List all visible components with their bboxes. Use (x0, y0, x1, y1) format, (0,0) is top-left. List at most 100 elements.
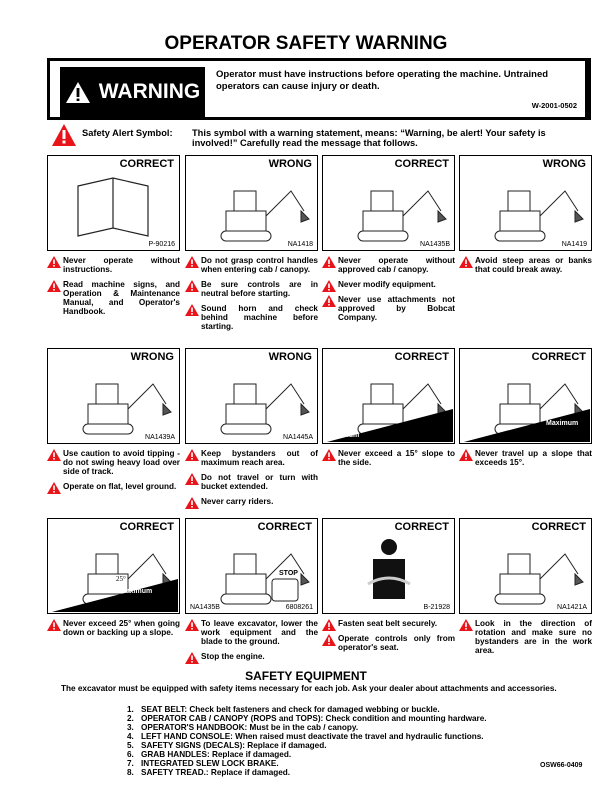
list-item: 6.GRAB HANDLES: Replace if damaged. (127, 750, 292, 759)
illustration-icon (494, 190, 584, 242)
list-item: 2.OPERATOR CAB / CANOPY (ROPS and TOPS):… (127, 714, 487, 723)
figure-code: NA1421A (557, 604, 587, 611)
warning-items: Never exceed 25° when going down or back… (47, 619, 180, 643)
figure-code: NA1449B (420, 434, 450, 441)
list-item: 4.LEFT HAND CONSOLE: When raised must de… (127, 732, 484, 741)
list-item: 8.SAFETY TREAD.: Replace if damaged. (127, 768, 291, 777)
warning-text: Operator must have instructions before o… (216, 69, 549, 92)
warning-items: Use caution to avoid tipping - do not sw… (47, 449, 180, 497)
warning-box: WARNING Operator must have instructions … (47, 58, 591, 120)
illustration-icon (82, 383, 172, 435)
safety-alert-icon (185, 652, 199, 664)
safety-alert-label: Safety Alert Symbol: (82, 128, 173, 138)
safety-alert-icon (322, 295, 336, 307)
illustration-panel: CORRECT NA1421A (459, 518, 592, 614)
panel-heading: CORRECT (257, 521, 312, 533)
panel-heading: CORRECT (531, 521, 586, 533)
panel-heading: CORRECT (394, 158, 449, 170)
page-title: OPERATOR SAFETY WARNING (164, 33, 448, 54)
safety-alert-icon (322, 256, 336, 268)
panel-heading: WRONG (268, 158, 312, 170)
warning-items: Never operate without instructions. Read … (47, 256, 180, 322)
list-item: 5.SAFETY SIGNS (DECALS): Replace if dama… (127, 741, 327, 750)
illustration-icon (220, 190, 310, 242)
warning-item: Use caution to avoid tipping - do not sw… (47, 449, 180, 476)
slope-label: Maximum (120, 588, 152, 595)
safety-alert-icon (47, 482, 61, 494)
safety-alert-icon (185, 449, 199, 461)
stop-sign-text: STOP (279, 570, 298, 577)
safety-alert-icon (459, 449, 473, 461)
safety-alert-icon (322, 619, 336, 631)
illustration-panel: WRONG NA1445A (185, 348, 318, 444)
safety-alert-icon (47, 619, 61, 631)
illustration-icon (367, 539, 411, 599)
safety-alert-icon (185, 256, 199, 268)
warning-items: Look in the direction of rotation and ma… (459, 619, 592, 661)
warning-item: Avoid steep areas or banks that could br… (459, 256, 592, 274)
list-item: 1.SEAT BELT: Check belt fasteners and ch… (127, 705, 440, 714)
safety-equipment-list: 1.SEAT BELT: Check belt fasteners and ch… (127, 705, 487, 777)
warning-item: Never operate without instructions. (47, 256, 180, 274)
safety-alert-icon (47, 449, 61, 461)
warning-items: Never operate without approved cab / can… (322, 256, 455, 328)
safety-alert-icon (322, 280, 336, 292)
warning-item: Never exceed a 15° slope to the side. (322, 449, 455, 467)
warning-item: Operate on flat, level ground. (47, 482, 180, 494)
warning-items: Keep bystanders out of maximum reach are… (185, 449, 318, 512)
figure-code: NA1448B (145, 604, 175, 611)
safety-alert-icon (185, 619, 199, 631)
warning-items: To leave excavator, lower the work equip… (185, 619, 318, 667)
safety-alert-text: This symbol with a warning statement, me… (192, 128, 546, 148)
panel-heading: CORRECT (119, 158, 174, 170)
warning-items: Never exceed a 15° slope to the side. (322, 449, 455, 473)
safety-alert-icon (322, 634, 336, 646)
safety-equipment-intro: The excavator must be equipped with safe… (61, 684, 557, 693)
slope-label: Maximum (327, 432, 359, 439)
illustration-icon (494, 553, 584, 605)
warning-item: Read machine signs, and Operation & Main… (47, 280, 180, 316)
panel-heading: WRONG (268, 351, 312, 363)
warning-item: Never modify equipment. (322, 280, 455, 292)
warning-item: Never exceed 25° when going down or back… (47, 619, 180, 637)
safety-alert-icon (47, 256, 61, 268)
warning-item: Do not travel or turn with bucket extend… (185, 473, 318, 491)
slope-angle: 15° (329, 423, 339, 431)
document-code: OSW66-0409 (540, 762, 583, 769)
warning-item: Operate controls only from operator's se… (322, 634, 455, 652)
safety-alert-icon (185, 473, 199, 485)
warning-item: Stop the engine. (185, 652, 318, 664)
illustration-icon (357, 190, 447, 242)
figure-code: 6808261 (285, 604, 313, 611)
warning-item: Never carry riders. (185, 497, 318, 509)
illustration-icon: 25°Maximum (51, 553, 178, 612)
warning-item: Be sure controls are in neutral before s… (185, 280, 318, 298)
figure-code: NA1445A (283, 434, 313, 441)
slope-angle: 15° (560, 409, 570, 417)
safety-alert-icon (185, 304, 199, 316)
warning-item: Never operate without approved cab / can… (322, 256, 455, 274)
warning-item: Never travel up a slope that exceeds 15°… (459, 449, 592, 467)
warning-item: Do not grasp control handles when enteri… (185, 256, 318, 274)
safety-alert-icon (47, 280, 61, 292)
safety-alert-icon (52, 124, 76, 146)
warning-items: Avoid steep areas or banks that could br… (459, 256, 592, 280)
illustration-icon: 15°Maximum (326, 383, 453, 442)
figure-code: NA1418 (287, 241, 313, 248)
warning-item: Sound horn and check behind machine befo… (185, 304, 318, 331)
safety-alert-icon (459, 619, 473, 631)
warning-label: WARNING (98, 80, 201, 103)
figure-code: P-90216 (148, 241, 175, 248)
figure-code: B-21928 (423, 604, 450, 611)
panel-heading: WRONG (130, 351, 174, 363)
list-item: 7.INTEGRATED SLEW LOCK BRAKE. (127, 759, 279, 768)
panel-heading: WRONG (542, 158, 586, 170)
figure-code: NA1447B (557, 434, 587, 441)
